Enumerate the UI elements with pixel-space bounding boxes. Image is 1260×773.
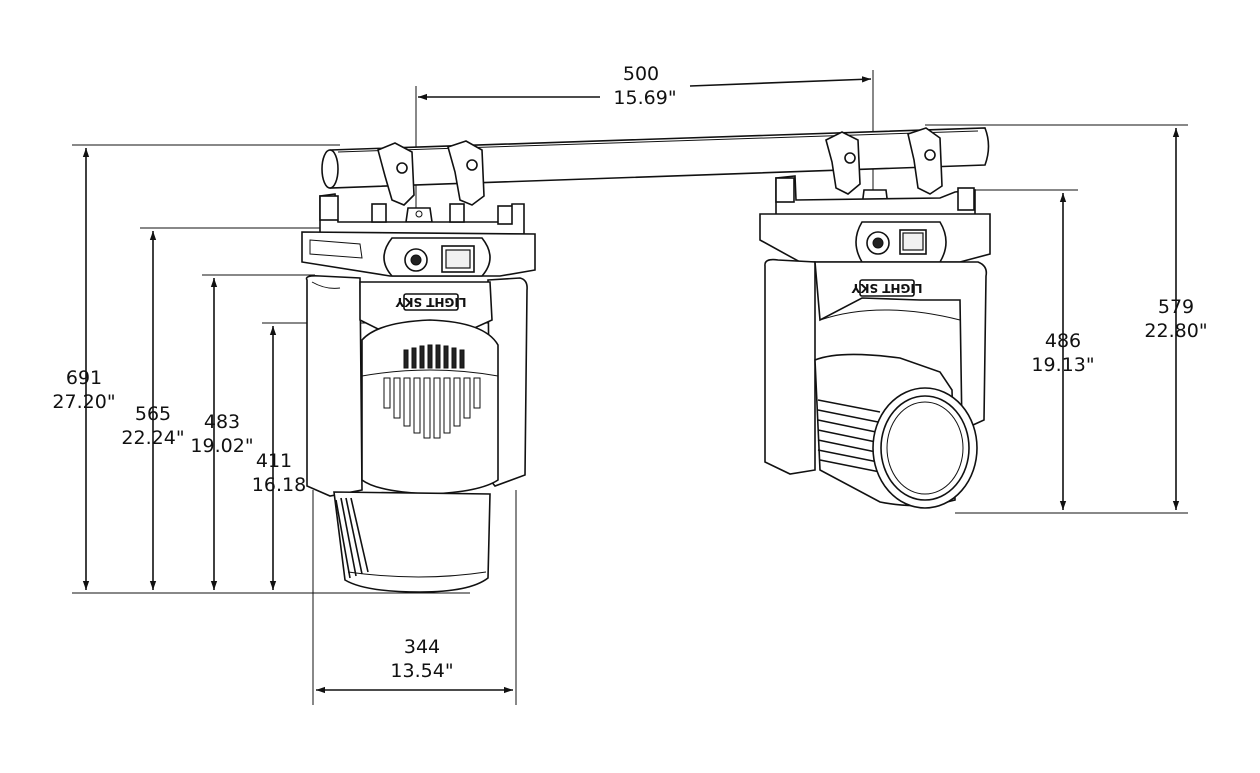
dimension-labels: 500 15.69" 691 27.20" 565 22.24" 483 19.… [52, 63, 1207, 682]
dim-height-right-outer-mm: 579 [1158, 296, 1194, 318]
logo-angled: LIGHT SKY [851, 281, 922, 295]
dim-height-overall-mm: 691 [66, 367, 102, 389]
fixture-angled-view [759, 127, 991, 509]
logo-front: LIGHT SKY [395, 295, 466, 309]
dim-height-head-mm: 411 [256, 450, 292, 472]
fixture-front-view [301, 140, 536, 593]
dim-height-right-outer-in: 22.80" [1144, 320, 1207, 342]
dim-height-head-in: 16.18 [252, 474, 306, 496]
dim-width-bottom-in: 13.54" [390, 660, 453, 682]
dim-height-yoke-in: 22.24" [121, 427, 184, 449]
dim-width-bottom-mm: 344 [404, 636, 440, 658]
dim-height-overall-in: 27.20" [52, 391, 115, 413]
right-fins [817, 399, 881, 473]
dim-height-right-inner-mm: 486 [1045, 330, 1081, 352]
lower-fins [335, 497, 369, 579]
dim-width-top-mm: 500 [623, 63, 659, 85]
dim-height-right-inner-in: 19.13" [1031, 354, 1094, 376]
head-vents [383, 344, 481, 439]
dim-height-arm-mm: 483 [204, 411, 240, 433]
dimension-lines [72, 70, 1188, 705]
left-clamps [377, 140, 485, 223]
brand-logos: LIGHT SKY LIGHT SKY [395, 281, 922, 309]
dim-height-arm-in: 19.02" [190, 435, 253, 457]
dim-height-yoke-mm: 565 [135, 403, 171, 425]
truss-pipe [321, 127, 990, 189]
dim-width-top-in: 15.69" [613, 87, 676, 109]
